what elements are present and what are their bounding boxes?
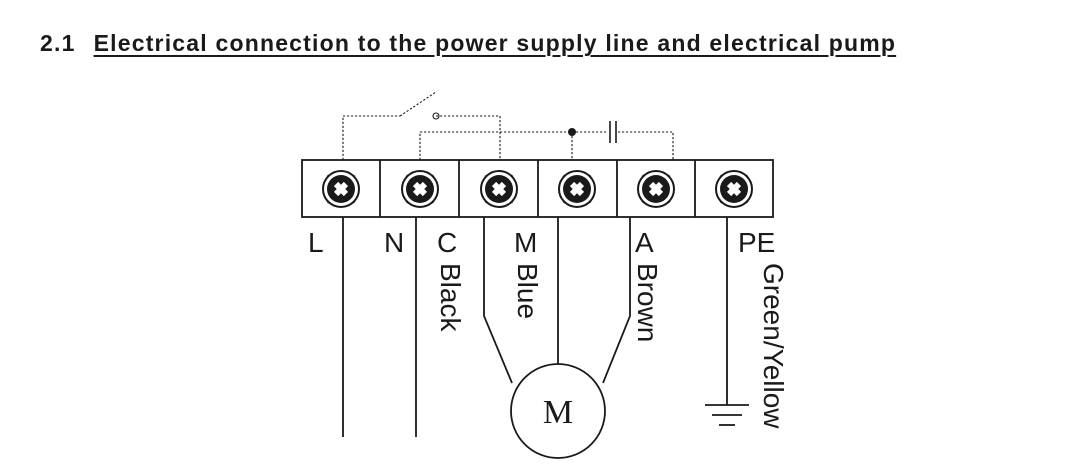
screw-terminal-icon xyxy=(637,170,675,208)
internal-link-a xyxy=(618,131,674,160)
wire-label-black: Black xyxy=(435,263,466,332)
terminal-label-l: L xyxy=(308,227,324,258)
section-number: 2.1 xyxy=(40,30,76,56)
screw-terminal-icon xyxy=(322,170,753,208)
section-heading: 2.1 Electrical connection to the power su… xyxy=(40,30,896,57)
internal-link-n xyxy=(419,131,608,160)
screw-terminal-icon xyxy=(558,170,596,208)
motor-label: M xyxy=(543,394,573,431)
section-title: Electrical connection to the power suppl… xyxy=(93,30,897,56)
junction-dot xyxy=(568,128,576,136)
screw-terminal-icon xyxy=(715,170,753,208)
wire-label-brown: Brown xyxy=(632,263,663,342)
terminal-label-n: N xyxy=(384,227,404,258)
terminal-label-m: M xyxy=(514,227,537,258)
ground-icon xyxy=(705,404,749,426)
terminal-block xyxy=(301,159,774,218)
terminal-label-a: A xyxy=(635,227,654,258)
switch-icon xyxy=(342,91,501,160)
wire-label-blue: Blue xyxy=(512,263,543,319)
terminal-label-pe: PE xyxy=(738,227,775,258)
screw-terminal-icon xyxy=(480,170,518,208)
terminal-label-c: C xyxy=(437,227,457,258)
motor-icon: M xyxy=(510,363,606,459)
capacitor-icon xyxy=(609,121,617,143)
wire-a-brown xyxy=(602,217,631,384)
screw-terminal-icon xyxy=(322,170,360,208)
wire-label-ground: Green/Yellow xyxy=(758,263,789,429)
wire-c-black xyxy=(483,217,513,384)
screw-terminal-icon xyxy=(401,170,439,208)
